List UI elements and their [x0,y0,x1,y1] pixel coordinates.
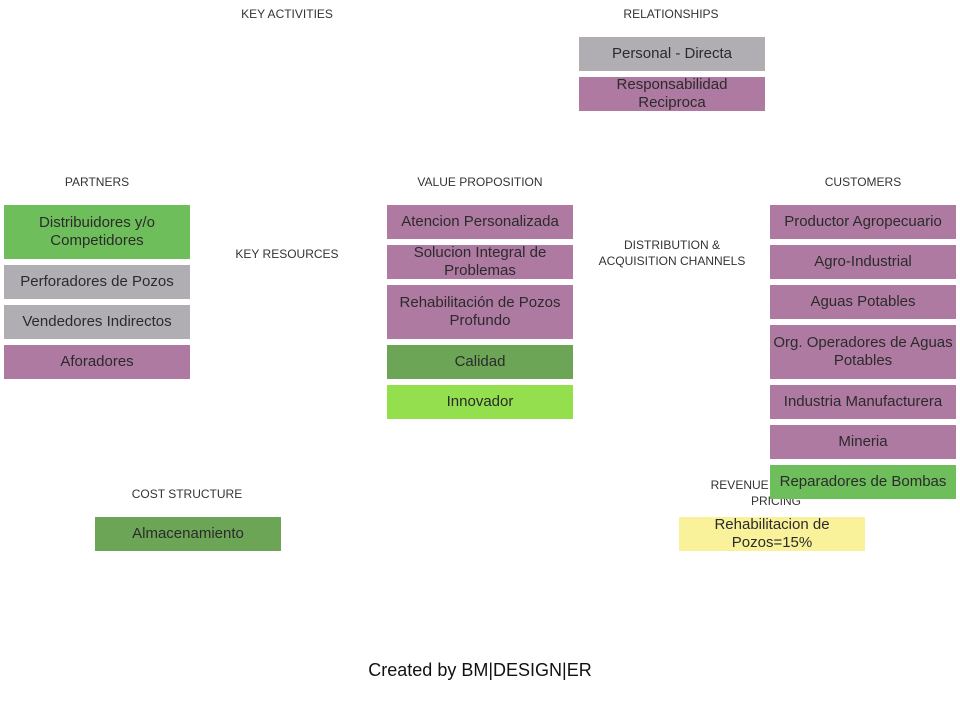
footer-credit: Created by BM|DESIGN|ER [368,660,592,680]
value-proposition-box: Innovador [387,385,573,419]
relationship-box: Personal - Directa [579,37,765,71]
relationships-header: RELATIONSHIPS [623,7,719,21]
customer-box: Productor Agropecuario [770,205,956,239]
customer-box: Org. Operadores de Aguas Potables [770,325,956,379]
revenue-stream-box: Rehabilitacion de Pozos=15% [679,517,865,551]
value-proposition-box: Rehabilitación de Pozos Profundo [387,285,573,339]
distribution-header-line1: DISTRIBUTION & [623,238,720,252]
customer-box: Industria Manufacturera [770,385,956,419]
distribution-header: DISTRIBUTION & ACQUISITION CHANNELS [572,237,772,269]
customer-box: Mineria [770,425,956,459]
value-proposition-header: VALUE PROPOSITION [417,175,543,189]
customer-box: Reparadores de Bombas [770,465,956,499]
value-proposition-box: Calidad [387,345,573,379]
cost-structure-header: COST STRUCTURE [131,487,243,501]
partner-box: Vendedores Indirectos [4,305,190,339]
key-resources-header: KEY RESOURCES [235,247,339,261]
cost-structure-box: Almacenamiento [95,517,281,551]
customer-box: Agro-Industrial [770,245,956,279]
relationship-box: Responsabilidad Reciproca [579,77,765,111]
partners-header: PARTNERS [64,175,130,189]
partner-box: Aforadores [4,345,190,379]
value-proposition-box: Atencion Personalizada [387,205,573,239]
partner-box: Perforadores de Pozos [4,265,190,299]
value-proposition-box: Solucion Integral de Problemas [387,245,573,279]
distribution-header-line2: ACQUISITION CHANNELS [598,254,746,268]
customers-header: CUSTOMERS [824,175,902,189]
customer-box: Aguas Potables [770,285,956,319]
key-activities-header: KEY ACTIVITIES [241,7,333,21]
partner-box: Distribuidores y/o Competidores [4,205,190,259]
